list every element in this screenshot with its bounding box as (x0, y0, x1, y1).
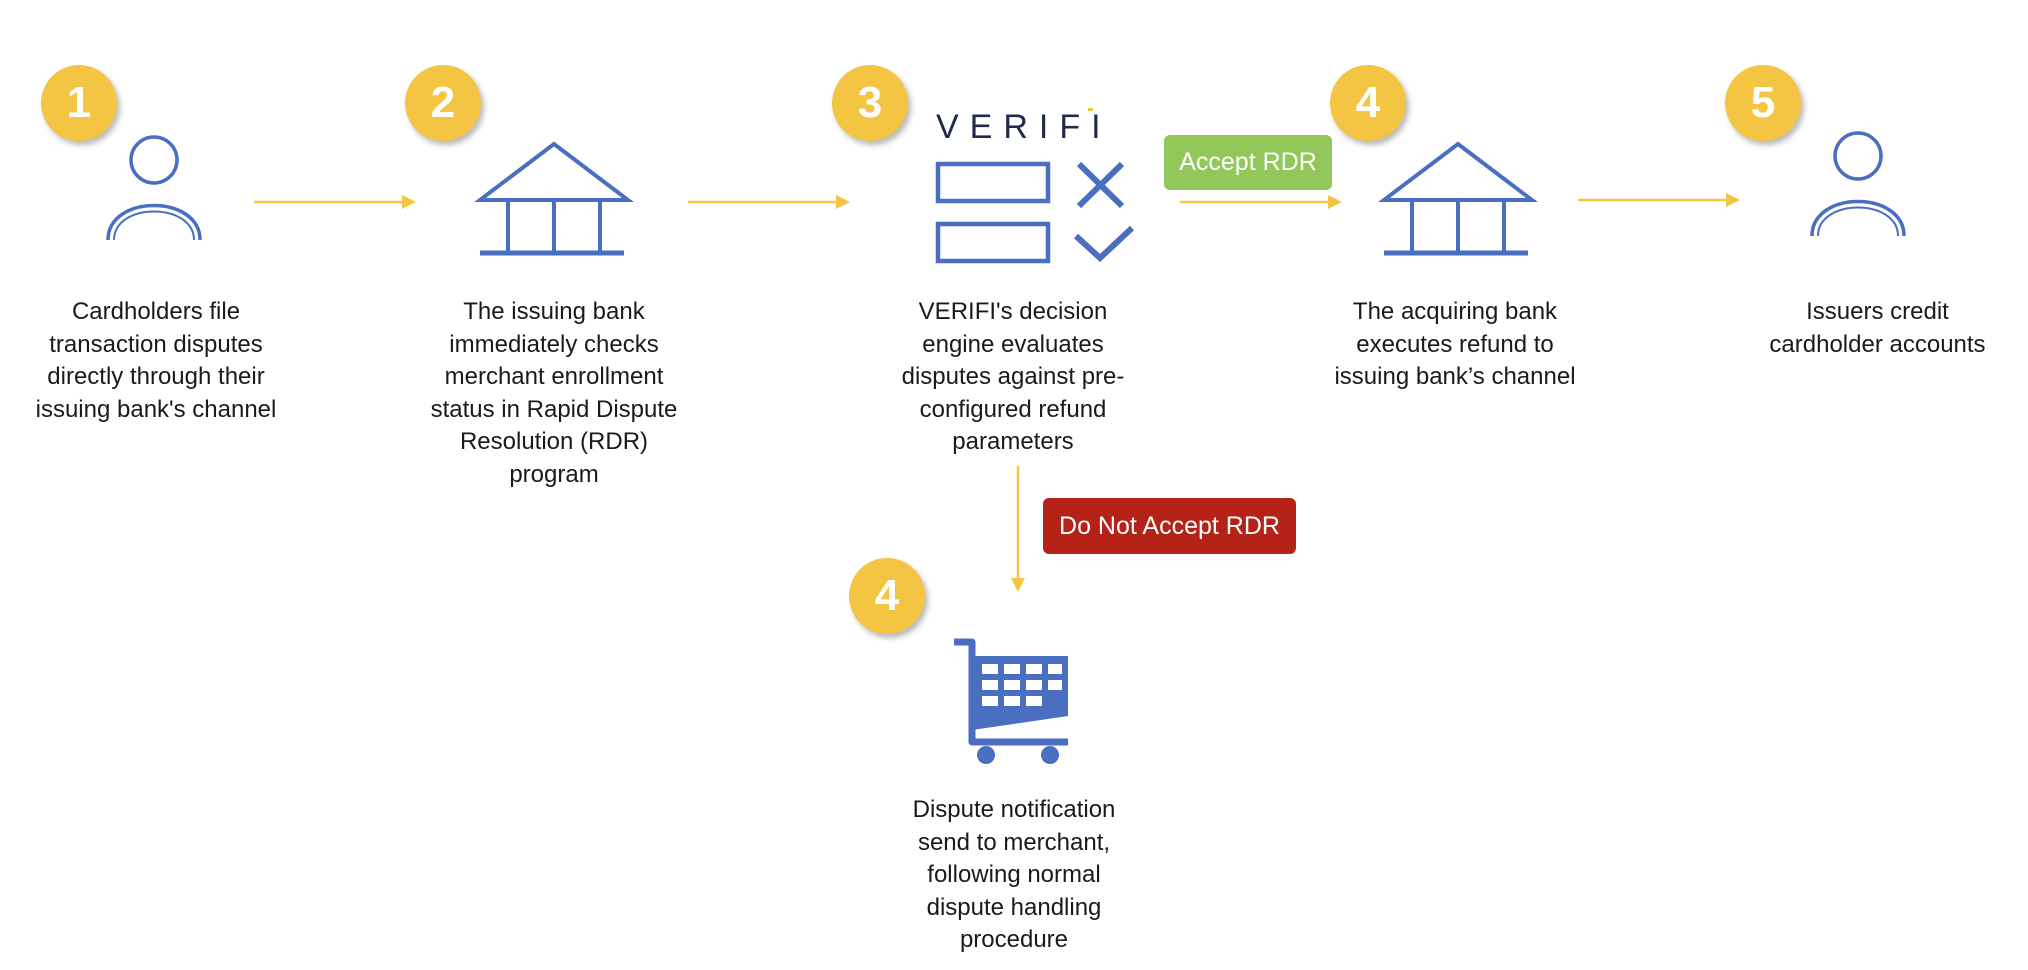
arrow-1-to-2 (254, 195, 416, 209)
do-not-accept-rdr-label: Do Not Accept RDR (1043, 498, 1296, 554)
bank-icon (1378, 141, 1538, 256)
step-4-description: The acquiring bank executes refund to is… (1334, 298, 1576, 390)
arrow-4-to-5 (1578, 193, 1740, 207)
shopping-cart-icon (954, 638, 1068, 764)
step-number-badge: 2 (405, 65, 481, 141)
person-icon (106, 135, 202, 241)
bank-icon (474, 141, 634, 256)
step-number-badge: 1 (41, 65, 117, 141)
step-number-badge: 3 (832, 65, 908, 141)
step-1-description: Cardholders file transaction disputes di… (35, 298, 277, 423)
step-5-description: Issuers credit cardholder accounts (1769, 298, 1986, 358)
decision-checklist-icon (935, 161, 1135, 264)
verifi-logo: VERIFI (936, 108, 1112, 146)
step-number-badge: 4 (849, 558, 925, 634)
verifi-logo-dot (1088, 108, 1093, 111)
step-2-description: The issuing bank immediately checks merc… (430, 298, 678, 488)
step-number-badge: 4 (1330, 65, 1406, 141)
accept-rdr-label: Accept RDR (1164, 135, 1332, 190)
step-3-description: VERIFI's decision engine evaluates dispu… (901, 298, 1125, 455)
arrow-3-down-reject (1011, 466, 1025, 592)
arrow-2-to-3 (688, 195, 850, 209)
step-4-merchant-description: Dispute notification send to merchant, f… (912, 796, 1116, 953)
arrow-3-to-4-accept (1180, 195, 1342, 209)
person-icon (1810, 131, 1906, 237)
step-number-badge: 5 (1725, 65, 1801, 141)
